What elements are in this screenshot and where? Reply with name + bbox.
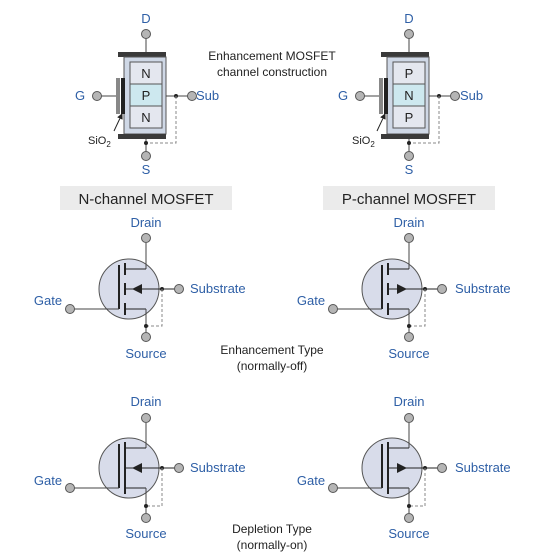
n-channel-header: N-channel MOSFET — [78, 191, 213, 208]
source-terminal — [141, 513, 151, 523]
source-terminal — [404, 332, 414, 342]
source-terminal — [404, 513, 414, 523]
construction-title-line1: Enhancement MOSFET — [208, 49, 336, 63]
svg-text:Substrate: Substrate — [455, 460, 511, 475]
p-region-bottom — [392, 105, 426, 129]
svg-text:Source: Source — [125, 526, 166, 541]
svg-text:Source: Source — [388, 526, 429, 541]
source-terminal — [404, 151, 414, 161]
p-channel-enhancement-symbol: Drain Gate Substrate Source — [297, 215, 511, 361]
n-region-bottom — [129, 105, 163, 129]
n-channel-header-bg — [60, 186, 232, 210]
svg-text:S: S — [142, 162, 151, 177]
gate-oxide — [384, 78, 388, 114]
gate-terminal — [65, 304, 75, 314]
svg-text:S: S — [405, 162, 414, 177]
construction-title-line2: channel construction — [217, 65, 327, 79]
sio2-label: SiO2 — [352, 135, 375, 149]
drain-terminal — [141, 29, 151, 39]
svg-text:Sub: Sub — [196, 88, 219, 103]
svg-text:N: N — [141, 110, 150, 125]
svg-text:G: G — [338, 88, 348, 103]
substrate-terminal — [174, 463, 184, 473]
svg-text:P: P — [405, 110, 414, 125]
enhancement-type-label: Enhancement Type — [220, 343, 324, 357]
svg-text:Drain: Drain — [393, 394, 424, 409]
svg-text:Drain: Drain — [130, 394, 161, 409]
svg-text:Substrate: Substrate — [455, 281, 511, 296]
gate-terminal — [328, 304, 338, 314]
n-channel-enhancement-symbol: Drain Gate Substrate Source — [34, 215, 246, 361]
source-terminal — [141, 332, 151, 342]
gate-terminal — [92, 91, 102, 101]
drain-label: D — [141, 11, 150, 26]
svg-text:Gate: Gate — [34, 473, 62, 488]
p-channel-header-bg — [323, 186, 495, 210]
substrate-terminal — [437, 463, 447, 473]
substrate-terminal — [187, 91, 197, 101]
drain-terminal — [404, 413, 414, 423]
svg-text:Substrate: Substrate — [190, 460, 246, 475]
svg-text:Gate: Gate — [297, 473, 325, 488]
svg-text:Drain: Drain — [393, 215, 424, 230]
svg-text:G: G — [75, 88, 85, 103]
svg-text:P: P — [405, 66, 414, 81]
n-channel-construction: D N P N G Sub S SiO2 — [75, 11, 219, 177]
sio2-label: SiO2 — [88, 135, 111, 149]
substrate-terminal — [450, 91, 460, 101]
svg-text:Source: Source — [388, 346, 429, 361]
gate-terminal — [65, 483, 75, 493]
svg-text:Gate: Gate — [34, 293, 62, 308]
gate-terminal — [355, 91, 365, 101]
svg-text:Drain: Drain — [130, 215, 161, 230]
drain-terminal — [404, 233, 414, 243]
p-channel-construction: D P N P G Sub S SiO2 — [338, 11, 483, 177]
gate-oxide — [121, 78, 125, 114]
svg-text:N: N — [404, 88, 413, 103]
drain-terminal — [141, 233, 151, 243]
svg-text:Substrate: Substrate — [190, 281, 246, 296]
depletion-type-note: (normally-on) — [237, 538, 308, 552]
svg-text:D: D — [404, 11, 413, 26]
svg-text:Gate: Gate — [297, 293, 325, 308]
p-channel-header: P-channel MOSFET — [342, 191, 476, 208]
n-channel-depletion-symbol: Drain Gate Substrate Source — [34, 394, 246, 541]
substrate-terminal — [174, 284, 184, 294]
drain-terminal — [404, 29, 414, 39]
drain-terminal — [141, 413, 151, 423]
svg-text:Source: Source — [125, 346, 166, 361]
svg-text:N: N — [141, 66, 150, 81]
p-channel-depletion-symbol: Drain Gate Substrate Source — [297, 394, 511, 541]
source-terminal — [141, 151, 151, 161]
svg-text:Sub: Sub — [460, 88, 483, 103]
enhancement-type-note: (normally-off) — [237, 359, 307, 373]
substrate-terminal — [437, 284, 447, 294]
gate-terminal — [328, 483, 338, 493]
depletion-type-label: Depletion Type — [232, 522, 312, 536]
svg-text:P: P — [142, 88, 151, 103]
